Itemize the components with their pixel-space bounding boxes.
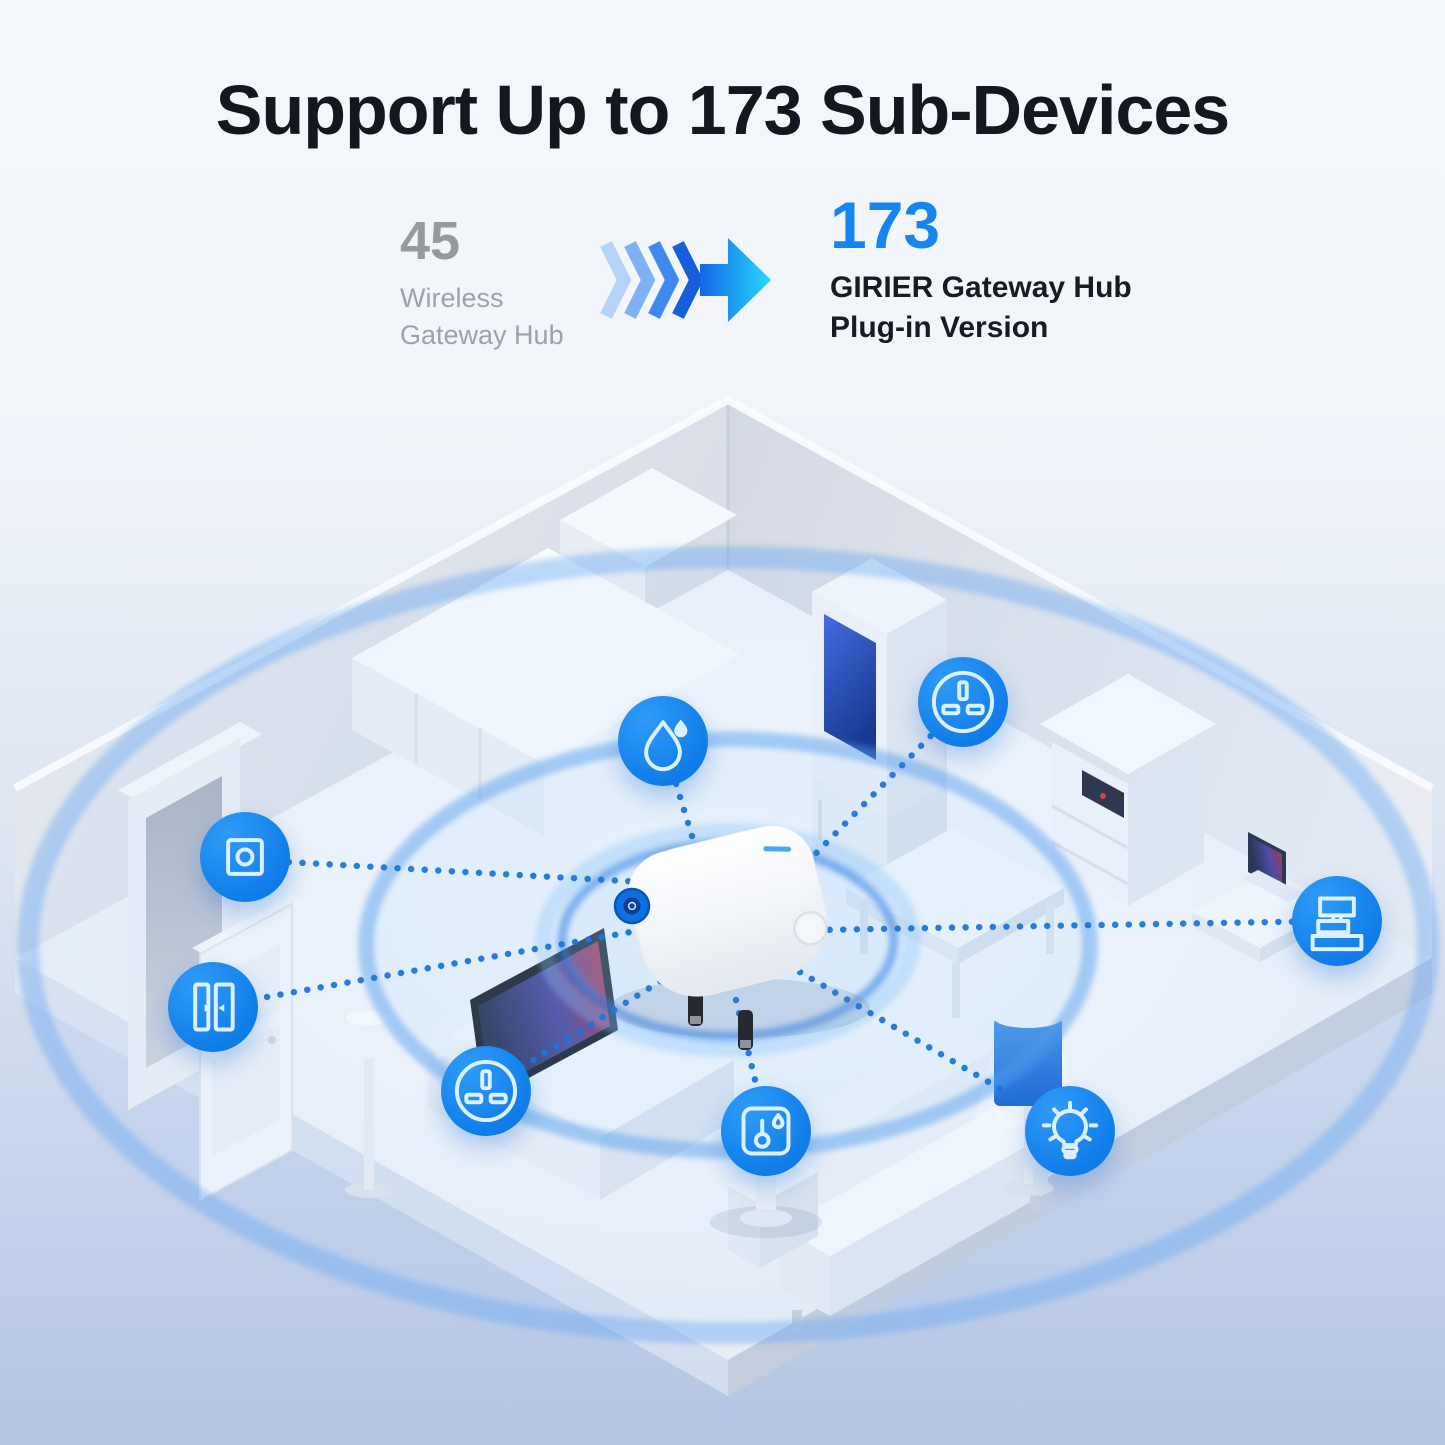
smart-relay-icon xyxy=(1292,876,1382,966)
power-socket-icon-tv xyxy=(441,1046,531,1136)
after-value: 173 xyxy=(830,188,941,262)
power-socket-icon-top xyxy=(918,657,1008,747)
hub-side-button xyxy=(793,911,828,946)
before-stat: 45 Wireless Gateway Hub xyxy=(400,214,564,354)
floor-button-device xyxy=(613,887,651,925)
before-value: 45 xyxy=(400,211,461,271)
after-stat: 173 GIRIER Gateway Hub Plug-in Version xyxy=(830,192,1132,348)
after-label: GIRIER Gateway Hub Plug-in Version xyxy=(830,271,1132,344)
temperature-humidity-sensor-icon xyxy=(721,1086,811,1176)
upgrade-arrow-icon xyxy=(600,238,771,322)
door-window-sensor-icon xyxy=(168,962,258,1052)
page-title: Support Up to 173 Sub-Devices xyxy=(215,71,1230,149)
smart-button-icon xyxy=(200,812,290,902)
gateway-hub-device xyxy=(628,825,828,1050)
hub-status-led xyxy=(763,846,792,852)
light-bulb-icon xyxy=(1025,1086,1115,1176)
water-leak-sensor-icon xyxy=(618,696,708,786)
before-label: Wireless Gateway Hub xyxy=(400,283,564,350)
